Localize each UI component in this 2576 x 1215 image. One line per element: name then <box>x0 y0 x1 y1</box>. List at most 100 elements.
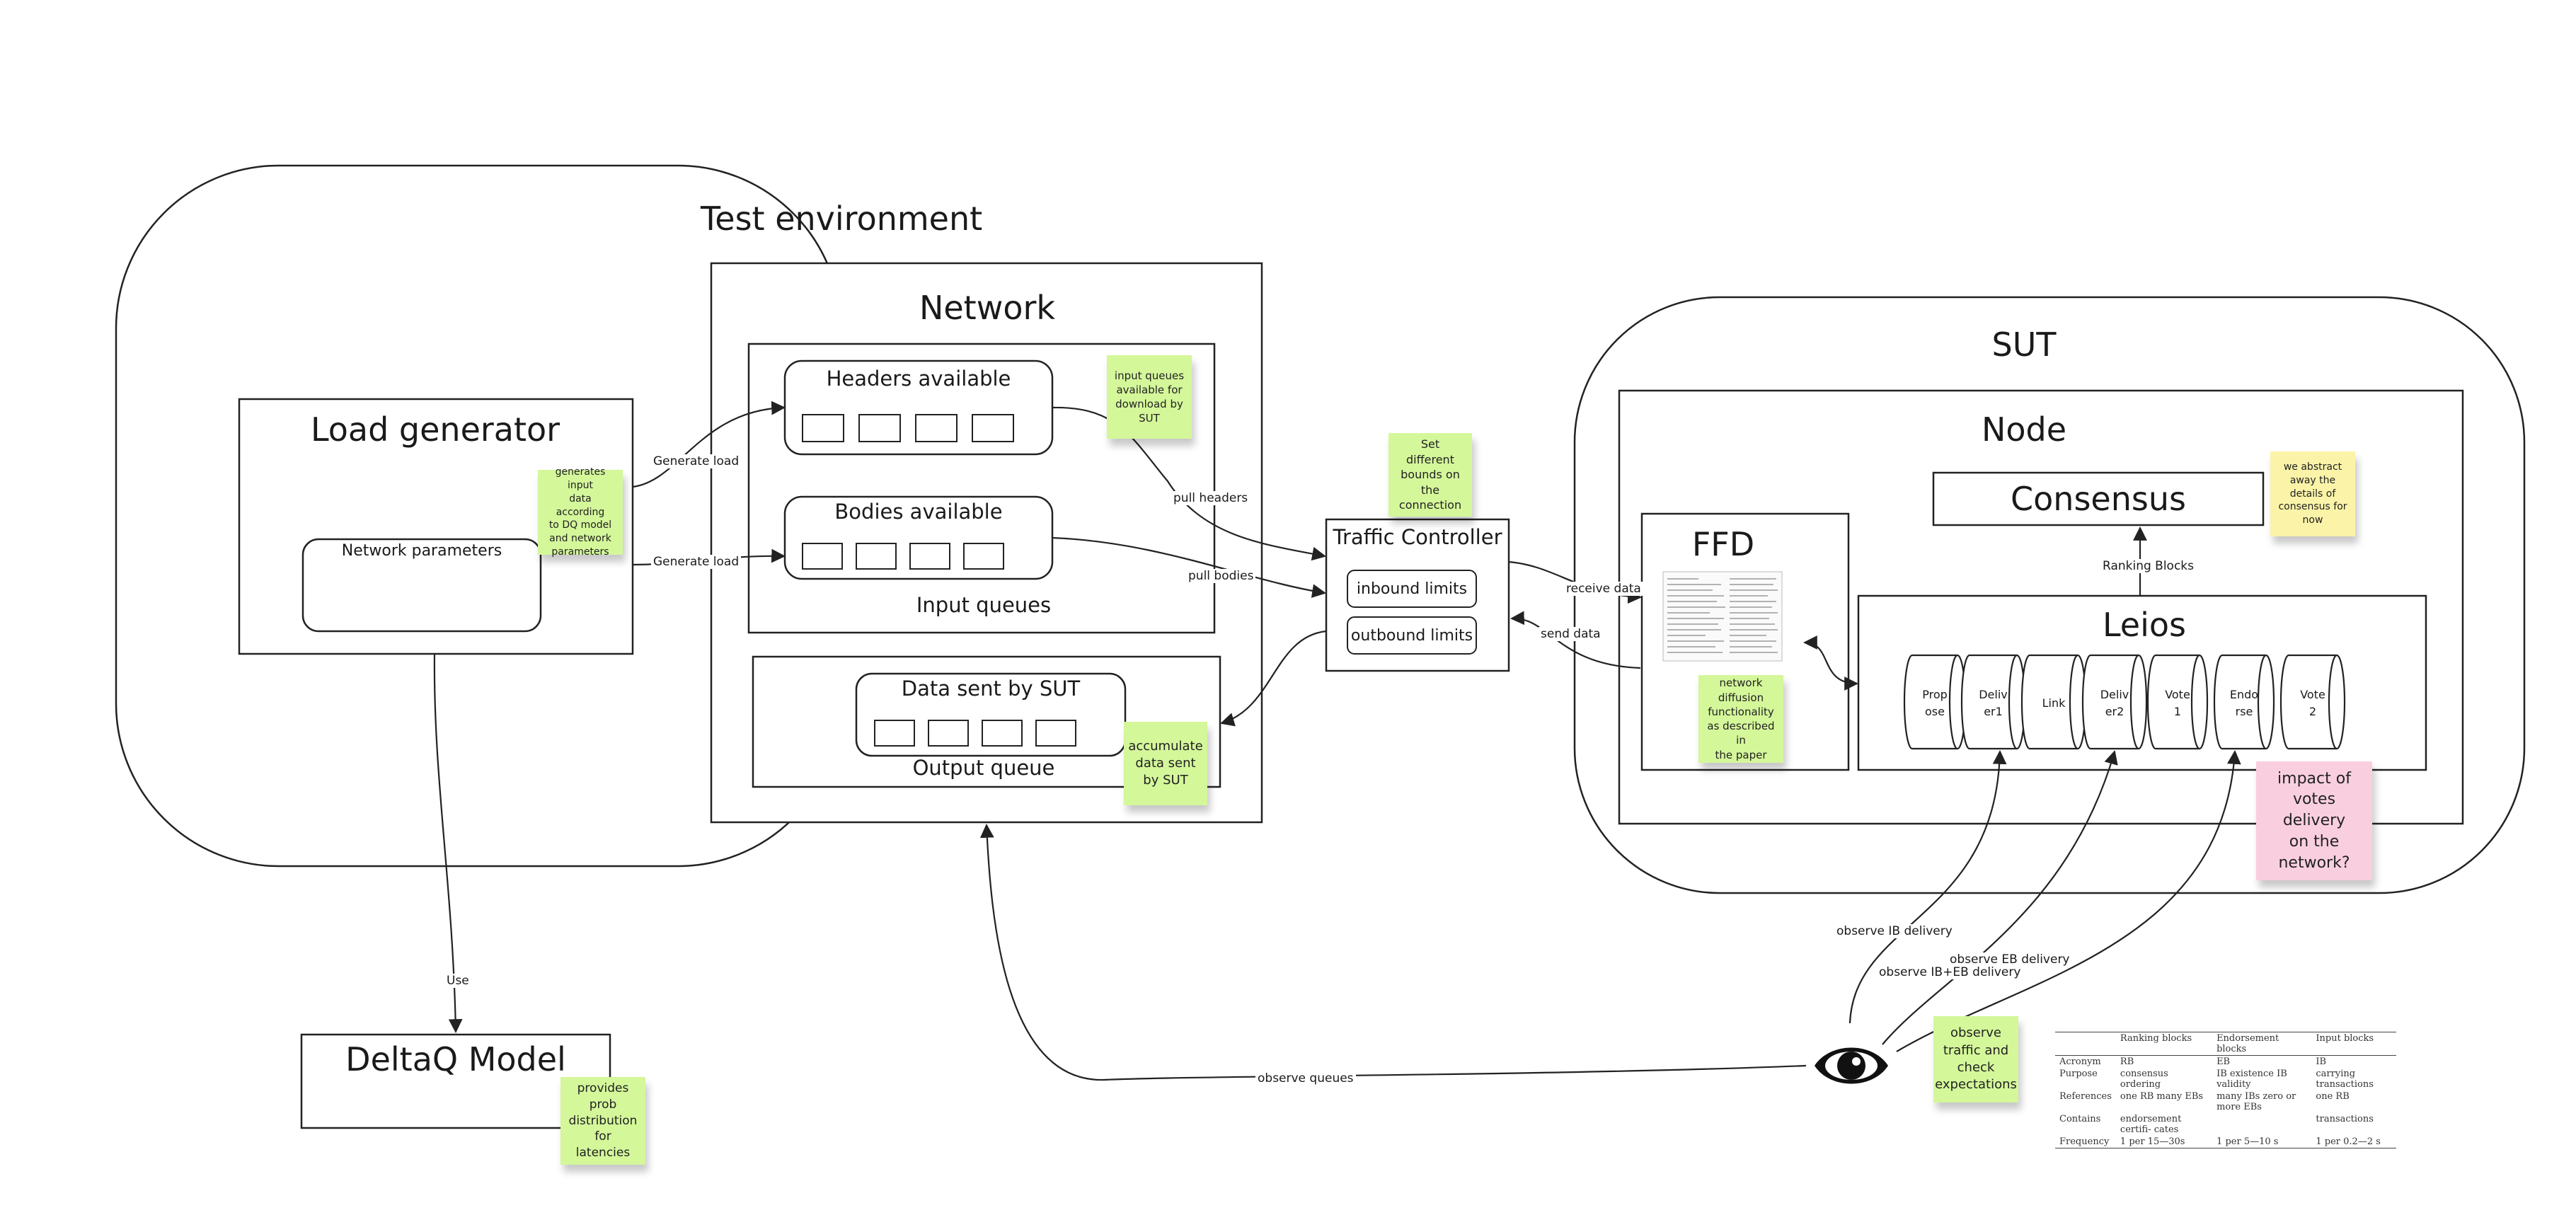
table-cell: Frequency <box>2055 1136 2116 1148</box>
table-cell: one RB many EBs <box>2120 1091 2204 1102</box>
output-slots <box>874 720 1076 747</box>
table-row: Purpose consensus ordering IB existence … <box>2055 1068 2396 1090</box>
paper-thumbnail <box>1662 571 1783 662</box>
table-cell: carrying transactions <box>2316 1069 2374 1090</box>
stage-label: Link <box>2042 696 2066 710</box>
edge-use <box>433 653 463 1033</box>
table-row: References one RB many EBs many IBs zero… <box>2055 1090 2396 1113</box>
bodies-slots <box>802 543 1004 570</box>
node-title: Node <box>1981 410 2067 449</box>
edge-pull-headers <box>1052 406 1326 561</box>
output-queue-label: Output queue <box>912 756 1055 780</box>
table-header-row: Ranking blocks Endorsement blocks Input … <box>2055 1032 2396 1056</box>
pipeline-stage-deliver2[interactable] <box>2081 654 2148 750</box>
data-sent-label: Data sent by SUT <box>901 676 1081 701</box>
consensus-box[interactable] <box>1932 471 2265 526</box>
test-environment-title: Test environment <box>701 200 983 238</box>
leios-title: Leios <box>2102 606 2186 644</box>
network-parameters-box[interactable] <box>301 538 542 633</box>
table-cell: endorsement certifi- cates <box>2120 1114 2182 1135</box>
edge-ffd-leios <box>1803 635 1858 691</box>
table-cell: RB <box>2120 1056 2134 1067</box>
edge-label-observe-ib-eb: observe IB+EB delivery <box>1877 965 2023 979</box>
table-cell: one RB <box>2316 1091 2350 1102</box>
ffd-title: FFD <box>1691 525 1755 563</box>
table-row: Contains endorsement certifi- cates tran… <box>2055 1113 2396 1136</box>
outbound-limits-box[interactable] <box>1347 616 1477 655</box>
edge-observe-queues <box>979 824 1807 1081</box>
table-cell: EB <box>2216 1056 2231 1067</box>
eye-icon <box>1815 1047 1888 1084</box>
table-header-cell: Endorsement blocks <box>2212 1032 2312 1056</box>
edge-to-output <box>1220 630 1327 727</box>
sut-title: SUT <box>1991 326 2057 364</box>
edge-label-generate-load-2: Generate load <box>651 555 742 569</box>
pipeline-stage-endorse[interactable] <box>2213 654 2275 750</box>
pipeline-stage-vote1[interactable] <box>2146 654 2209 750</box>
edge-send-data <box>1510 611 1641 669</box>
edge-label-receive-data: receive data <box>1564 582 1643 596</box>
edge-label-observe-queues: observe queues <box>1255 1071 1356 1086</box>
edge-observe-ib <box>1848 750 2007 1024</box>
table-cell: 1 per 0.2—2 s <box>2311 1136 2396 1148</box>
edge-label-pull-bodies: pull bodies <box>1186 569 1256 583</box>
traffic-controller-label: Traffic Controller <box>1333 525 1502 549</box>
table-cell <box>2212 1113 2311 1136</box>
table-cell: Purpose <box>2059 1069 2098 1079</box>
input-queues-label: Input queues <box>916 593 1052 617</box>
table-row: Acronym RB EB IB <box>2055 1056 2396 1069</box>
edge-label-generate-load-1: Generate load <box>651 454 742 468</box>
edge-pull-bodies <box>1052 536 1326 598</box>
table-cell: References <box>2059 1091 2112 1102</box>
block-types-table: Ranking blocks Endorsement blocks Input … <box>2055 1032 2396 1148</box>
edge-label-observe-eb: observe EB delivery <box>1948 952 2072 967</box>
bodies-available-label: Bodies available <box>834 500 1003 524</box>
load-generator-title: Load generator <box>310 410 560 449</box>
table-cell: many IBs zero or more EBs <box>2216 1091 2296 1112</box>
inbound-limits-label: inbound limits <box>1356 580 1468 598</box>
inbound-limits-box[interactable] <box>1347 570 1477 608</box>
table-cell: 1 per 15—30s <box>2115 1136 2213 1148</box>
table-cell: 1 per 5—10 s <box>2212 1136 2312 1148</box>
table-header-cell: Ranking blocks <box>2115 1032 2213 1056</box>
headers-slots <box>802 414 1014 442</box>
table-cell: transactions <box>2316 1114 2374 1124</box>
edge-label-ranking-blocks: Ranking Blocks <box>2100 559 2197 573</box>
consensus-title: Consensus <box>2011 480 2186 518</box>
table-cell: consensus ordering <box>2120 1069 2168 1090</box>
table-header-cell <box>2055 1032 2116 1056</box>
network-parameters-label: Network parameters <box>341 542 502 560</box>
edge-label-send-data: send data <box>1539 627 1603 641</box>
deltaq-model-box[interactable] <box>300 1033 611 1129</box>
table-cell: IB <box>2316 1056 2327 1067</box>
edge-label-observe-ib: observe IB delivery <box>1834 924 1955 938</box>
leios-pipeline <box>1903 654 2346 750</box>
table-row: Frequency 1 per 15—30s 1 per 5—10 s 1 pe… <box>2055 1136 2396 1148</box>
edge-observe-ib-eb <box>1882 750 2118 1045</box>
deltaq-title: DeltaQ Model <box>345 1040 566 1078</box>
edge-generate-load-1 <box>632 401 786 488</box>
outbound-limits-label: outbound limits <box>1350 627 1473 645</box>
pipeline-stage-vote2[interactable] <box>2279 654 2346 750</box>
headers-available-label: Headers available <box>826 367 1011 391</box>
edge-label-pull-headers: pull headers <box>1171 491 1250 505</box>
network-title: Network <box>919 289 1056 327</box>
edge-label-use: Use <box>444 974 471 988</box>
table-cell: Contains <box>2059 1114 2101 1124</box>
table-cell: IB existence IB validity <box>2216 1069 2287 1090</box>
